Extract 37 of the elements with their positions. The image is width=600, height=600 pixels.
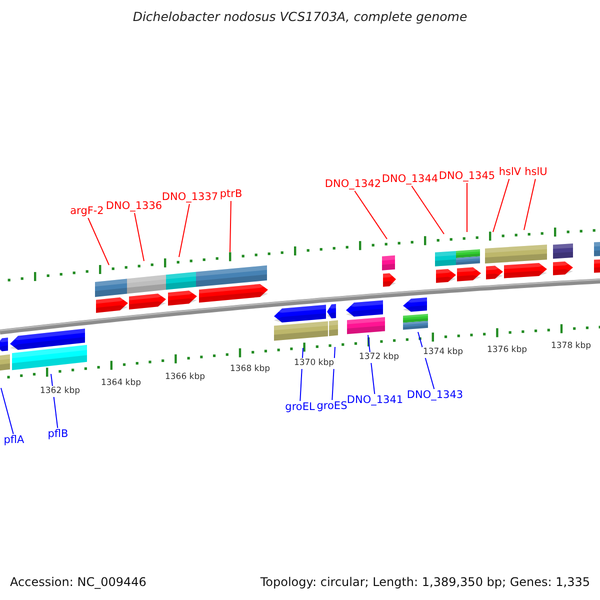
leader-line [492, 178, 510, 232]
footer-text: Accession: NC_009446 [10, 575, 146, 590]
leader-line [411, 186, 444, 234]
leader-line [466, 182, 468, 232]
gene-label: DNO_1343 [406, 389, 464, 402]
leader-line [230, 200, 232, 252]
leader-line [134, 212, 144, 262]
leader-line [178, 204, 190, 258]
gene-label: DNO_1341 [346, 394, 404, 407]
gene-label: argF-2 [70, 205, 104, 218]
gene-label: pflA [4, 434, 24, 447]
gene-label: DNO_1337 [162, 191, 218, 204]
scale-label: 1372 kbp [358, 352, 400, 363]
scale-label: 1368 kbp [228, 364, 272, 375]
scale-label: 1362 kbp [38, 386, 82, 397]
title: Dichelobacter nodosus VCS1703A, complete genome [132, 9, 468, 24]
gene-label: DNO_1344 [382, 173, 438, 186]
gene-label: pflB [48, 428, 68, 441]
scale-label: 1364 kbp [100, 378, 142, 389]
leader-line [88, 218, 110, 266]
leader-line [354, 190, 388, 240]
footer-text: Topology: circular; Length: 1,389,350 bp; Genes: 1,335 [260, 575, 590, 590]
gene-label: DNO_1345 [438, 170, 496, 183]
gene-label: DNO_1336 [106, 200, 162, 213]
gene-label: groEL [285, 401, 315, 414]
gene-label: DNO_1342 [324, 178, 382, 191]
scale-label: 1378 kbp [550, 341, 592, 352]
scale-label: 1370 kbp [292, 358, 336, 369]
leader-line [0, 388, 14, 434]
scale-label: 1366 kbp [164, 372, 206, 383]
gene-label: groES [316, 400, 348, 413]
scale-label: 1374 kbp [422, 347, 464, 358]
gene-label: hslV [498, 166, 522, 179]
gene-label: ptrB [220, 188, 242, 201]
scale-label: 1376 kbp [486, 345, 528, 356]
leader-line [524, 178, 536, 230]
gene-label: hslU [524, 166, 548, 179]
